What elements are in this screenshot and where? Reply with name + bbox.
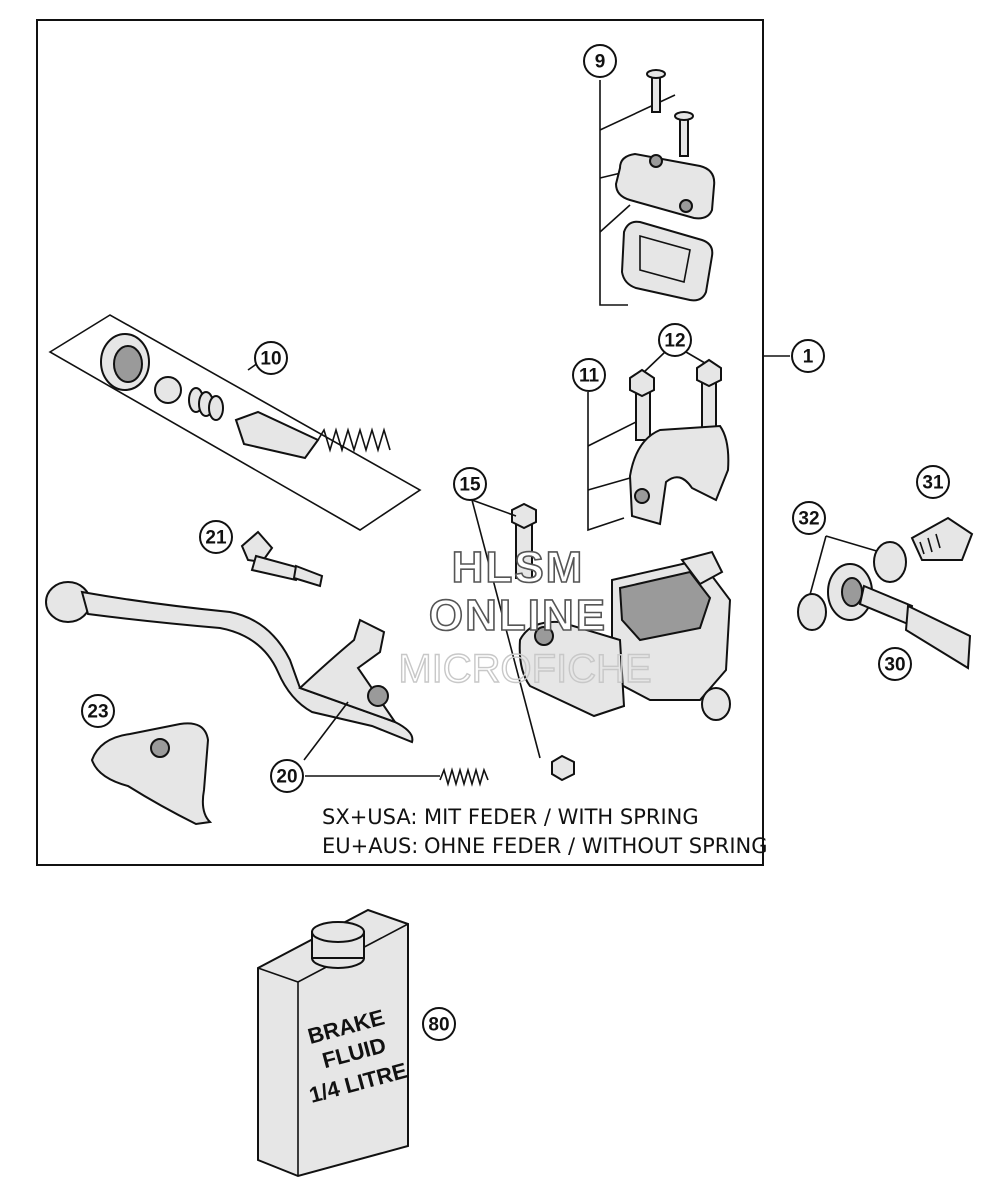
assembly-frame — [36, 19, 764, 866]
callout-80-label: 80 — [428, 1015, 449, 1036]
callout-20-label: 20 — [276, 767, 297, 788]
master-cylinder-group — [471, 499, 732, 782]
callout-23-label: 23 — [87, 702, 108, 723]
brake-fluid-bottle-group: BRAKE FLUID 1/4 LITRE — [257, 908, 410, 1178]
callout-30-label: 30 — [884, 655, 905, 676]
callout-32-label: 32 — [798, 509, 819, 530]
watermark-line3: MICROFICHE — [398, 647, 651, 691]
callout-32: 32 — [792, 501, 826, 535]
piston-kit-group — [48, 314, 422, 531]
hose-fitting-group — [797, 516, 974, 670]
callout-9-label: 9 — [595, 52, 606, 73]
reservoir-cover-group — [599, 69, 716, 306]
callout-20: 20 — [270, 759, 304, 793]
callout-12: 12 — [658, 323, 692, 357]
callout-1: 1 — [791, 339, 825, 373]
callout-80: 80 — [422, 1007, 456, 1041]
callout-11-label: 11 — [579, 366, 600, 387]
callout-10-label: 10 — [260, 349, 281, 370]
lever-guard-group — [90, 722, 213, 826]
callout-15: 15 — [453, 467, 487, 501]
clamp-group — [587, 351, 730, 532]
adjuster-screw-group — [240, 530, 324, 588]
watermark-line1: HLSM — [452, 543, 585, 592]
watermark-line2: ONLINE — [429, 591, 607, 640]
callout-12-label: 12 — [664, 331, 685, 352]
callout-31-label: 31 — [922, 473, 944, 494]
callout-9: 9 — [583, 44, 617, 78]
callout-11: 11 — [572, 358, 606, 392]
spring-group — [305, 767, 489, 787]
note-line2-text: OHNE FEDER / WITHOUT SPRING — [424, 834, 768, 858]
callout-21: 21 — [199, 520, 233, 554]
callout-1-label: 1 — [803, 347, 814, 368]
callout-15-label: 15 — [459, 475, 481, 496]
callout-31: 31 — [916, 465, 950, 499]
brake-lever-group — [45, 581, 414, 761]
note-line1-text: MIT FEDER / WITH SPRING — [424, 805, 699, 829]
callout-10: 10 — [254, 341, 288, 375]
callout-23: 23 — [81, 694, 115, 728]
note-line1-label: SX+USA: — [322, 805, 417, 829]
note-line2-label: EU+AUS: — [322, 834, 418, 858]
callout-30: 30 — [878, 647, 912, 681]
callout-21-label: 21 — [205, 528, 227, 549]
